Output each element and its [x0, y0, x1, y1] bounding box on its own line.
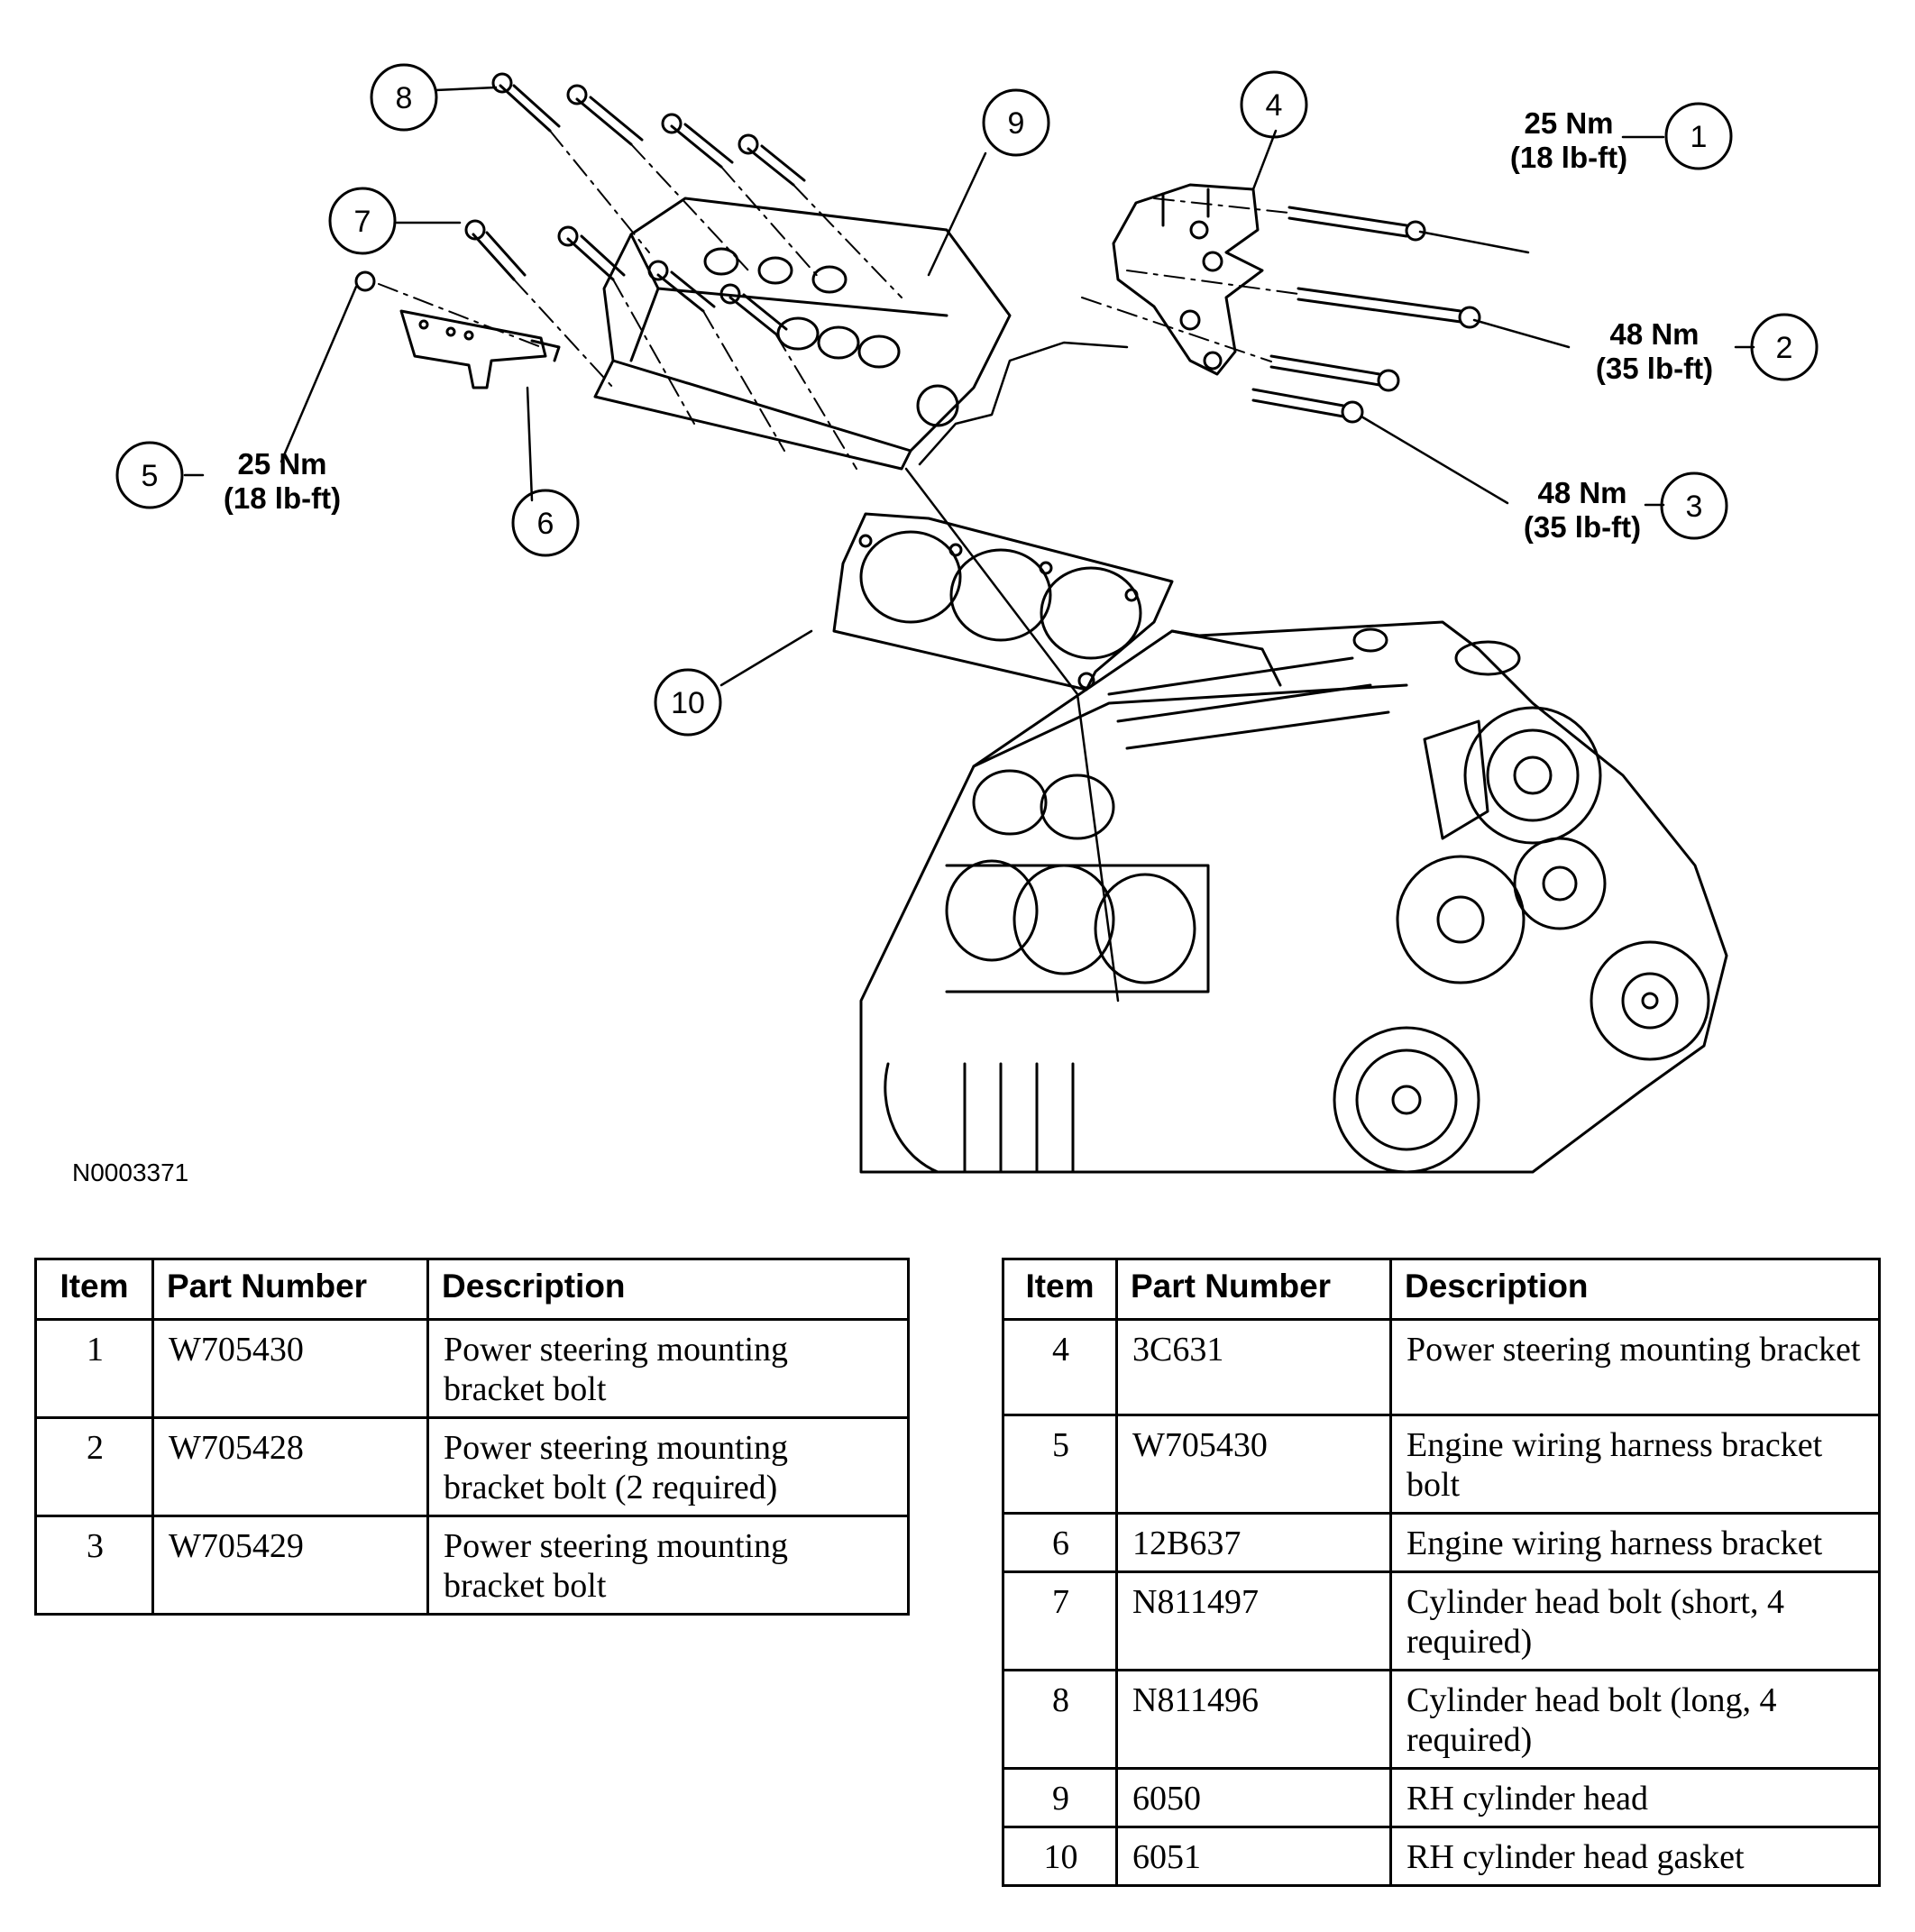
cell-item: 2 [34, 1416, 154, 1517]
table-row: 10 6051 RH cylinder head gasket [1002, 1826, 1881, 1887]
callout-number-8: 8 [396, 81, 413, 115]
column-header-item: Item [1002, 1258, 1118, 1321]
callout-number-1: 1 [1691, 120, 1708, 154]
torque-lbft-5: (18 lb-ft) [224, 481, 341, 515]
cell-part-number: 6051 [1115, 1826, 1392, 1887]
cell-part-number: 12B637 [1115, 1512, 1392, 1573]
torque-nm-5: 25 Nm [237, 447, 326, 481]
cell-item: 1 [34, 1318, 154, 1419]
engine-block-illustration [859, 620, 1728, 1174]
head-bolts-illustration [354, 72, 806, 335]
cell-item: 9 [1002, 1767, 1118, 1828]
exploded-view-diagram: 1 2 3 4 5 6 7 8 9 10 25 Nm (18 lb-ft) 48… [115, 63, 1819, 1174]
table-row: 1 W705430 Power steering mounting bracke… [34, 1318, 910, 1419]
torque-lbft-3: (35 lb-ft) [1524, 510, 1641, 544]
table-row: 6 12B637 Engine wiring harness bracket [1002, 1512, 1881, 1573]
callout-number-10: 10 [671, 686, 705, 720]
leader-lines [183, 86, 1755, 687]
cell-part-number: W705428 [151, 1416, 429, 1517]
cell-description: Cylinder head bolt (short, 4 required) [1389, 1570, 1881, 1671]
parts-table-left: Item Part Number Description 1 W705430 P… [34, 1258, 910, 1616]
torque-nm-1: 25 Nm [1524, 106, 1613, 140]
table-row: 5 W705430 Engine wiring harness bracket … [1002, 1414, 1881, 1515]
callout-number-2: 2 [1776, 331, 1793, 365]
head-gasket-illustration [832, 512, 1174, 691]
torque-nm-3: 48 Nm [1537, 476, 1626, 509]
cell-part-number: W705429 [151, 1515, 429, 1616]
column-header-item: Item [34, 1258, 154, 1321]
column-header-description: Description [426, 1258, 910, 1321]
cell-item: 4 [1002, 1318, 1118, 1416]
cell-description: RH cylinder head [1389, 1767, 1881, 1828]
figure-id: N0003371 [72, 1158, 189, 1186]
callout-number-3: 3 [1686, 490, 1703, 524]
cell-description: Cylinder head bolt (long, 4 required) [1389, 1669, 1881, 1770]
table-row: 8 N811496 Cylinder head bolt (long, 4 re… [1002, 1669, 1881, 1770]
cell-item: 10 [1002, 1826, 1118, 1887]
cell-part-number: N811496 [1115, 1669, 1392, 1770]
cell-description: RH cylinder head gasket [1389, 1826, 1881, 1887]
cell-description: Power steering mounting bracket bolt [426, 1318, 910, 1419]
cell-item: 6 [1002, 1512, 1118, 1573]
cell-item: 8 [1002, 1669, 1118, 1770]
callout-number-5: 5 [142, 459, 159, 493]
parts-table-right: Item Part Number Description 4 3C631 Pow… [1002, 1258, 1881, 1887]
cell-item: 5 [1002, 1414, 1118, 1515]
cell-part-number: 6050 [1115, 1767, 1392, 1828]
cell-description: Power steering mounting bracket bolt (2 … [426, 1416, 910, 1517]
cell-part-number: W705430 [1115, 1414, 1392, 1515]
table-row: 2 W705428 Power steering mounting bracke… [34, 1416, 910, 1517]
callout-number-9: 9 [1008, 106, 1025, 141]
column-header-part-number: Part Number [1115, 1258, 1392, 1321]
callout-number-6: 6 [537, 507, 554, 541]
cell-description: Power steering mounting bracket [1389, 1318, 1881, 1416]
table-row: 3 W705429 Power steering mounting bracke… [34, 1515, 910, 1616]
cell-item: 3 [34, 1515, 154, 1616]
table-row: 9 6050 RH cylinder head [1002, 1767, 1881, 1828]
callout-circles [115, 63, 1819, 737]
cell-part-number: 3C631 [1115, 1318, 1392, 1416]
table-header-row: Item Part Number Description [34, 1258, 910, 1321]
torque-nm-2: 48 Nm [1609, 317, 1699, 351]
cell-description: Power steering mounting bracket bolt [426, 1515, 910, 1616]
table-row: 7 N811497 Cylinder head bolt (short, 4 r… [1002, 1570, 1881, 1671]
cell-part-number: N811497 [1115, 1570, 1392, 1671]
cell-description: Engine wiring harness bracket [1389, 1512, 1881, 1573]
table-row: 4 3C631 Power steering mounting bracket [1002, 1318, 1881, 1416]
cell-part-number: W705430 [151, 1318, 429, 1419]
cell-item: 7 [1002, 1570, 1118, 1671]
torque-lbft-1: (18 lb-ft) [1510, 141, 1627, 174]
wiring-harness-bracket-illustration [399, 309, 561, 389]
power-steering-bracket-illustration [1112, 183, 1264, 376]
column-header-part-number: Part Number [151, 1258, 429, 1321]
bracket-bolts-illustration [1251, 206, 1481, 424]
callout-number-7: 7 [354, 205, 371, 239]
rh-cylinder-head-illustration [593, 197, 1012, 471]
table-header-row: Item Part Number Description [1002, 1258, 1881, 1321]
alignment-lines [378, 130, 1299, 470]
callout-number-4: 4 [1266, 88, 1283, 123]
torque-lbft-2: (35 lb-ft) [1596, 352, 1713, 385]
cell-description: Engine wiring harness bracket bolt [1389, 1414, 1881, 1515]
column-header-description: Description [1389, 1258, 1881, 1321]
